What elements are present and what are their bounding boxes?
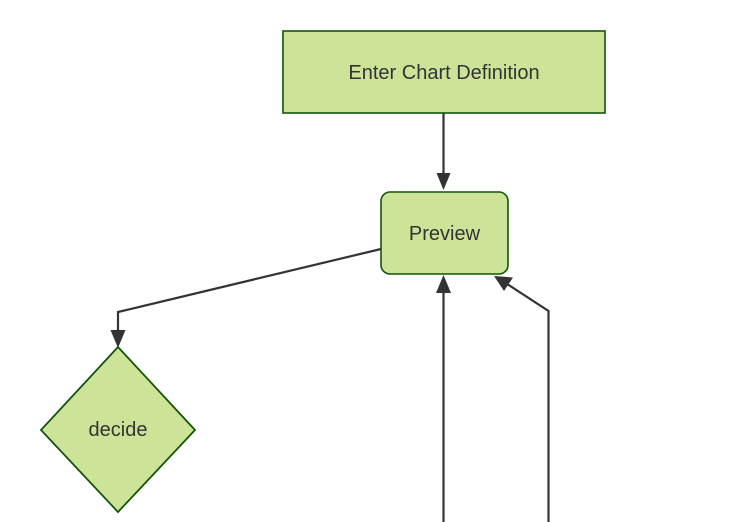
node-preview[interactable]: Preview: [380, 191, 509, 275]
node-decide[interactable]: decide: [39, 345, 197, 514]
node-enter-chart-definition-label: Enter Chart Definition: [348, 62, 539, 84]
edge-line: [116, 247, 382, 336]
node-decide-shape[interactable]: [39, 345, 197, 514]
node-enter-chart-definition-shape[interactable]: [282, 30, 606, 114]
arrowhead-icon: [436, 173, 451, 190]
arrowhead-icon: [436, 275, 451, 293]
node-preview-shape[interactable]: [380, 191, 509, 275]
edge-preview-to-decide: [110, 247, 382, 348]
arrowhead-icon: [110, 330, 126, 348]
node-decide-label: decide: [89, 419, 148, 441]
edge-enter-chart-definition-to-preview: [436, 113, 451, 190]
edge-offscreen-bottom-center-to-preview: [436, 275, 451, 522]
edge-offscreen-bottom-right-to-preview: [494, 276, 550, 522]
arrowhead-icon: [494, 276, 513, 291]
node-preview-label: Preview: [409, 223, 481, 245]
node-enter-chart-definition[interactable]: Enter Chart Definition: [282, 30, 606, 114]
edge-line: [503, 281, 550, 522]
